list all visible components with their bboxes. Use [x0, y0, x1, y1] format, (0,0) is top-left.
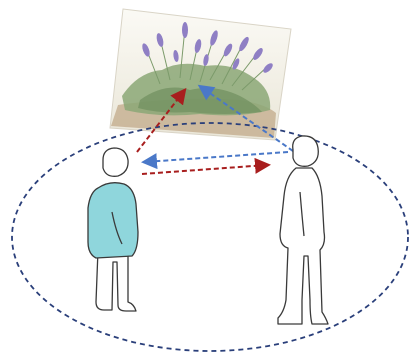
joint-attention-ellipse	[12, 123, 408, 351]
lavender-photo	[110, 9, 291, 140]
adult-figure	[278, 136, 328, 324]
adult-body	[278, 168, 328, 324]
adult-head	[293, 136, 319, 166]
red-arrow-child-to-adult	[142, 165, 267, 174]
blue-arrow-adult-to-child	[145, 152, 288, 162]
child-legs	[96, 250, 136, 311]
child-figure	[88, 148, 138, 311]
child-head	[103, 148, 128, 176]
child-shirt	[88, 183, 138, 258]
